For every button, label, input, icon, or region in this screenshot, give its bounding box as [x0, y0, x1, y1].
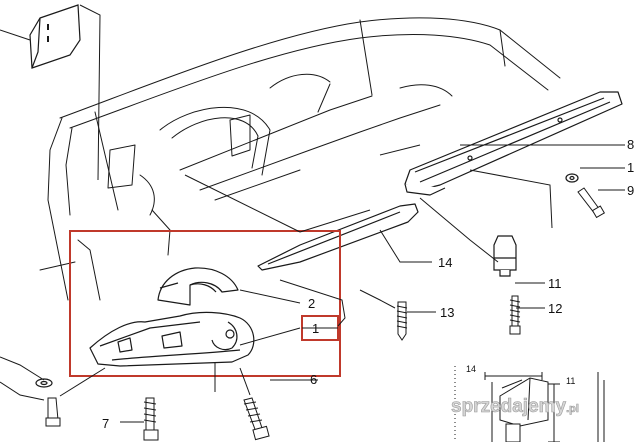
leader-lines [0, 144, 625, 423]
label-part-8: 8 [627, 137, 634, 152]
leader-line [0, 29, 31, 41]
dashboard-outline [39, 17, 561, 301]
label-part-9: 9 [627, 183, 634, 198]
label-part-14: 14 [438, 255, 452, 270]
label-part-6: 6 [310, 372, 317, 387]
watermark-suffix: .pl [566, 403, 579, 415]
part-14-trim-strip [257, 203, 419, 271]
label-part-1-washer: 1 [627, 160, 634, 175]
washer-1 [565, 173, 579, 183]
part-1-trim-panel [89, 311, 255, 367]
label-inset-11: 11 [566, 376, 575, 386]
washer-left [35, 378, 53, 388]
label-part-1-panel: 1 [312, 321, 319, 336]
inset-detail [454, 366, 605, 442]
part-2-curved-cover [157, 267, 239, 306]
label-part-13: 13 [440, 305, 454, 320]
part-8-bracket-rail [404, 91, 623, 196]
label-part-2: 2 [308, 296, 315, 311]
highlight-frame [69, 230, 341, 377]
screw-13 [396, 301, 408, 341]
part-11-clip [493, 235, 517, 277]
screw-left [45, 397, 61, 427]
top-left-bracket [29, 4, 81, 69]
screw-6 [243, 397, 270, 441]
svg-text:sprzedajemy.pl: sprzedajemy.pl [451, 396, 579, 417]
label-part-7: 7 [102, 416, 109, 431]
screw-7 [143, 397, 159, 441]
label-part-12: 12 [548, 301, 562, 316]
watermark-text: sprzedajemy [451, 396, 567, 417]
screw-12 [509, 295, 521, 335]
watermark: sprzedajemy.pl [451, 396, 580, 418]
screw-9 [577, 187, 606, 219]
label-part-11: 11 [548, 276, 562, 291]
label-inset-14: 14 [466, 364, 476, 374]
leader-line [79, 4, 101, 181]
